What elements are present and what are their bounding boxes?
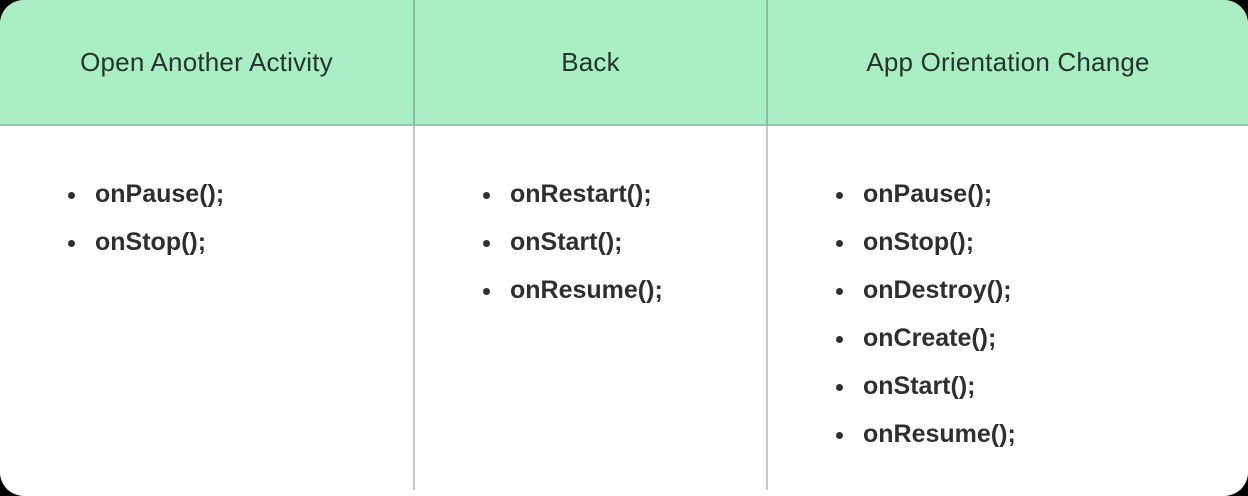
lifecycle-method: onStop(); [89,218,413,266]
column-header-label: Open Another Activity [80,46,333,77]
lifecycle-method: onPause(); [857,170,1248,218]
column-body-open-another-activity: onPause();onStop(); [0,126,415,490]
lifecycle-method: onDestroy(); [857,266,1248,314]
lifecycle-method-list: onRestart();onStart();onResume(); [415,170,766,314]
lifecycle-method-list: onPause();onStop();onDestroy();onCreate(… [768,170,1248,458]
lifecycle-method: onCreate(); [857,314,1248,362]
column-header-open-another-activity: Open Another Activity [0,0,415,126]
lifecycle-method-list: onPause();onStop(); [0,170,413,266]
lifecycle-method: onStart(); [857,362,1248,410]
column-body-back: onRestart();onStart();onResume(); [415,126,768,490]
lifecycle-method: onStop(); [857,218,1248,266]
lifecycle-method: onPause(); [89,170,413,218]
lifecycle-method: onStart(); [504,218,766,266]
lifecycle-method: onResume(); [857,410,1248,458]
column-header-app-orientation-change: App Orientation Change [768,0,1248,126]
column-header-label: App Orientation Change [866,46,1150,77]
column-body-app-orientation-change: onPause();onStop();onDestroy();onCreate(… [768,126,1248,490]
lifecycle-method: onRestart(); [504,170,766,218]
column-header-back: Back [415,0,768,126]
lifecycle-method: onResume(); [504,266,766,314]
column-header-label: Back [561,46,620,77]
